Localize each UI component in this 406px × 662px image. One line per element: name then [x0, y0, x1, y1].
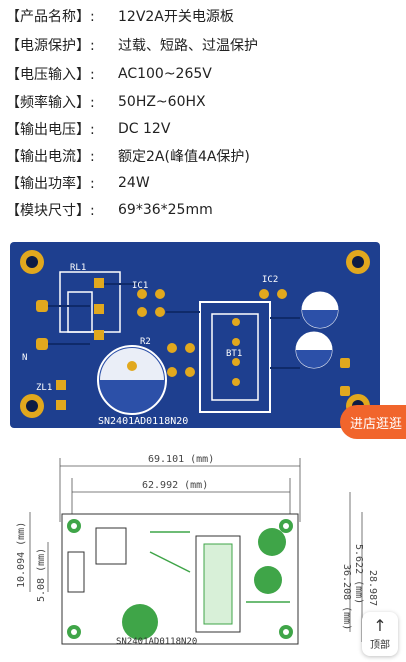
silk-zl1: ZL1	[36, 383, 52, 393]
silk-ic2: IC2	[262, 275, 278, 285]
spec-value: 12V2A开关电源板	[118, 9, 234, 25]
spec-row-output-power: 【输出功率】: 24W	[0, 171, 150, 195]
spec-row-output-voltage: 【输出电压】: DC 12V	[0, 117, 170, 141]
dimension-drawing: 69.101 (mm) 62.992 (mm) 10.094 (mm) 5.08…	[16, 454, 378, 647]
spec-row-module-size: 【模块尺寸】: 69*36*25mm	[0, 198, 213, 222]
transformer-outline	[199, 301, 271, 413]
dim-total-width: 69.101 (mm)	[148, 454, 214, 465]
spec-label: 【电源保护】:	[6, 38, 95, 54]
drawing-board-code: SN2401AD0118N20	[116, 637, 197, 647]
visit-shop-button[interactable]: 进店逛逛	[340, 405, 406, 439]
spec-row-input-frequency: 【频率输入】: 50HZ~60HX	[0, 90, 206, 114]
spec-label: 【模块尺寸】:	[6, 203, 95, 219]
dim-left-a: 10.094 (mm)	[16, 522, 27, 588]
spec-row-protection: 【电源保护】: 过载、短路、过温保护	[0, 33, 258, 57]
spec-label: 【频率输入】:	[6, 95, 95, 111]
silk-n: N	[22, 353, 27, 363]
silk-bt1: BT1	[226, 349, 242, 359]
dim-right-b: 36.208 (mm)	[341, 564, 352, 630]
spec-row-input-voltage: 【电压输入】: AC100~265V	[0, 62, 212, 86]
dim-left-b: 5.08 (mm)	[36, 548, 47, 602]
spec-value: AC100~265V	[118, 66, 212, 82]
pcb-board-image: RL1 IC1 IC2 ZL1 R2 N BT1 SN2401AD0118N20	[10, 242, 380, 428]
spec-label: 【产品名称】:	[6, 9, 95, 25]
spec-row-output-current: 【输出电流】: 额定2A(峰值4A保护)	[0, 144, 250, 168]
spec-value: 50HZ~60HX	[118, 94, 206, 110]
spec-value: DC 12V	[118, 121, 171, 137]
back-to-top-button[interactable]: ↑ 顶部	[362, 612, 398, 656]
dim-right-c: 28.987 (mm)	[367, 570, 378, 636]
spec-label: 【电压输入】:	[6, 67, 95, 83]
silk-board-code: SN2401AD0118N20	[98, 416, 188, 427]
arrow-up-icon: ↑	[373, 615, 387, 635]
spec-row-product-name: 【产品名称】: 12V2A开关电源板	[0, 4, 234, 28]
silk-rl1: RL1	[70, 263, 86, 273]
spec-value: 24W	[118, 175, 150, 191]
spec-value: 过载、短路、过温保护	[118, 38, 258, 54]
silk-ic1: IC1	[132, 281, 148, 291]
dim-right-a: 5.622 (mm)	[353, 544, 364, 604]
spec-list: 【产品名称】: 12V2A开关电源板 【电源保护】: 过载、短路、过温保护 【电…	[0, 0, 406, 230]
spec-label: 【输出电流】:	[6, 149, 95, 165]
solder-pads	[36, 278, 350, 410]
spec-label: 【输出功率】:	[6, 176, 95, 192]
back-to-top-label: 顶部	[370, 639, 390, 651]
spec-value: 额定2A(峰值4A保护)	[118, 149, 250, 165]
dim-hole-spacing: 62.992 (mm)	[142, 480, 208, 491]
silk-r2: R2	[140, 337, 151, 347]
spec-value: 69*36*25mm	[118, 202, 213, 218]
spec-label: 【输出电压】:	[6, 122, 95, 138]
